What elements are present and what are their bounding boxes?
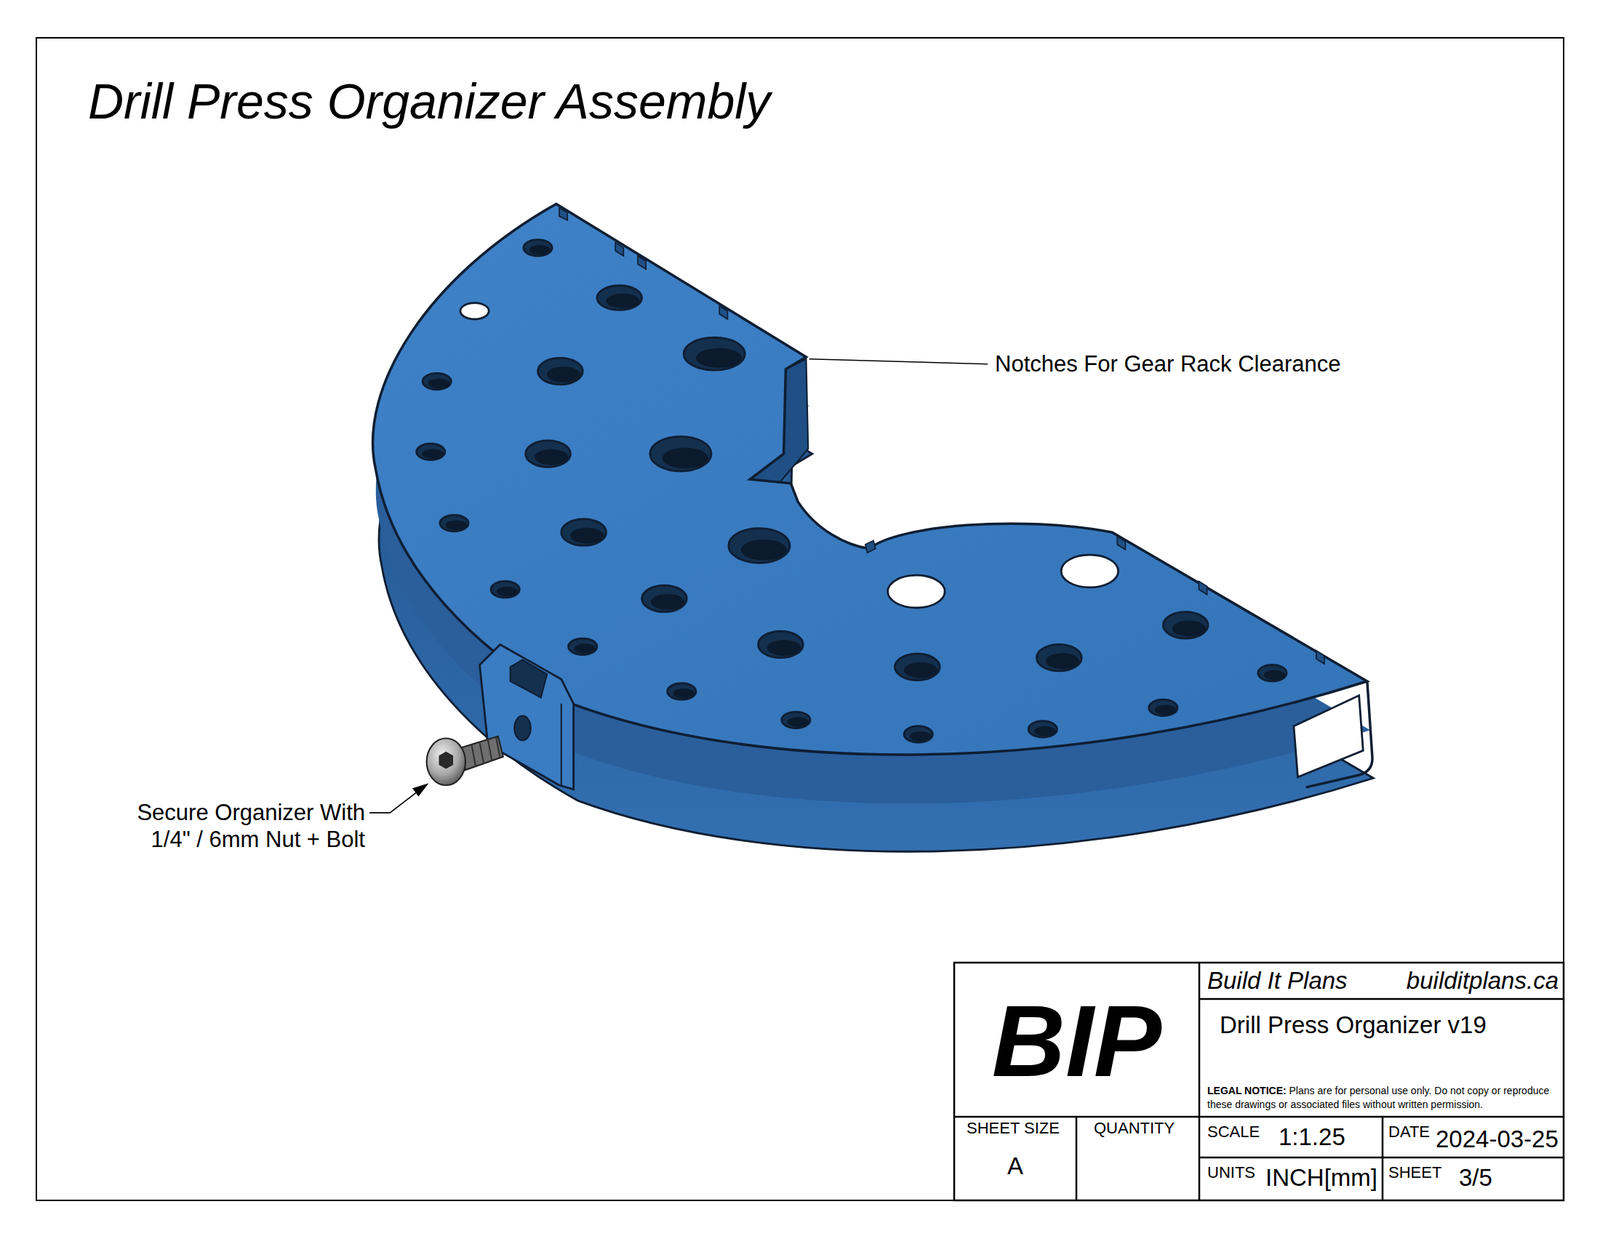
hole-shadow: [787, 717, 809, 727]
hole-shadow: [650, 594, 685, 611]
company-name: Build It Plans: [1207, 967, 1348, 995]
hole-shadow: [1045, 653, 1080, 670]
tool-hole: [1061, 554, 1119, 588]
drawing-title: Drill Press Organizer Assembly: [88, 72, 771, 130]
legal-notice: LEGAL NOTICE: Plans are for personal use…: [1207, 1084, 1557, 1112]
tool-hole: [1028, 721, 1057, 738]
tool-hole: [888, 575, 946, 608]
hole-shadow: [421, 448, 443, 459]
tool-hole: [683, 337, 745, 371]
tool-hole: [523, 240, 552, 256]
leader-lines: [369, 359, 988, 814]
sheet-border: [36, 37, 1564, 1201]
tool-hole: [728, 528, 790, 564]
back-edge-tabs: [559, 208, 1325, 664]
tool-hole: [781, 712, 811, 728]
leader-arrowhead: [412, 783, 429, 797]
drawing-name: Drill Press Organizer v19: [1219, 1011, 1487, 1040]
callout-note: Secure Organizer With 1/4" / 6mm Nut + B…: [117, 799, 366, 854]
tool-holes: [416, 240, 1287, 744]
bolt: [426, 736, 504, 786]
hole-shadow: [1172, 620, 1206, 637]
hole-shadow: [673, 688, 695, 699]
callout-note: Notches For Gear Rack Clearance: [994, 351, 1342, 378]
hole-shadow: [741, 539, 787, 561]
hole-shadow: [534, 449, 568, 466]
hole-shadow: [445, 520, 467, 531]
hole-shadow: [428, 378, 450, 389]
tool-hole: [568, 638, 598, 655]
hole-shadow: [1154, 705, 1176, 715]
front-clamp: [480, 644, 574, 790]
tool-hole: [757, 631, 803, 658]
hole-shadow: [909, 731, 931, 742]
hole-shadow: [529, 245, 551, 255]
hole-shadow: [904, 662, 938, 679]
tool-hole: [525, 440, 571, 467]
title-block-grid: [954, 962, 1564, 1201]
tool-hole: [460, 303, 489, 320]
hole-shadow: [696, 348, 742, 368]
field-value: 1:1.25: [1278, 1123, 1346, 1152]
field-label: UNITS: [1207, 1163, 1256, 1182]
hole-shadow: [496, 586, 518, 597]
website: builditplans.ca: [1381, 967, 1559, 995]
hole-shadow: [1264, 670, 1286, 680]
hole-shadow: [573, 643, 595, 654]
tool-hole: [1258, 665, 1287, 682]
field-value: INCH[mm]: [1265, 1164, 1378, 1192]
field-value: A: [954, 1152, 1077, 1181]
tool-hole: [440, 514, 469, 531]
tool-hole: [561, 519, 607, 546]
logo-text: BIP: [954, 982, 1200, 1100]
tool-hole: [490, 581, 520, 598]
field-value: 3/5: [1458, 1164, 1493, 1192]
tool-hole: [642, 585, 688, 612]
hole-shadow: [605, 293, 640, 309]
field-label: DATE: [1388, 1122, 1430, 1142]
tool-hole: [904, 726, 933, 743]
hole-shadow: [662, 448, 709, 470]
field-label: SCALE: [1207, 1122, 1260, 1142]
tool-hole: [422, 373, 451, 390]
field-label: SHEET SIZE: [966, 1119, 1060, 1138]
hole-shadow: [546, 366, 581, 383]
legal-heading: LEGAL NOTICE:: [1207, 1085, 1287, 1097]
channel-opening: [1293, 696, 1363, 778]
tool-hole: [416, 443, 446, 460]
tool-hole: [1036, 644, 1082, 671]
hole-shadow: [767, 640, 801, 656]
field-label: QUANTITY: [1093, 1119, 1175, 1138]
tool-hole: [538, 357, 584, 384]
tool-hole: [597, 285, 643, 311]
field-value: 2024-03-25: [1435, 1125, 1559, 1154]
tool-hole: [894, 653, 940, 680]
tool-hole: [667, 683, 696, 700]
top-plate: [373, 204, 1368, 755]
tool-hole: [650, 436, 712, 472]
hole-shadow: [570, 528, 604, 544]
field-label: SHEET: [1388, 1163, 1442, 1182]
hole-shadow: [1034, 726, 1056, 736]
tool-hole: [1162, 612, 1208, 639]
tool-hole: [1149, 699, 1178, 716]
